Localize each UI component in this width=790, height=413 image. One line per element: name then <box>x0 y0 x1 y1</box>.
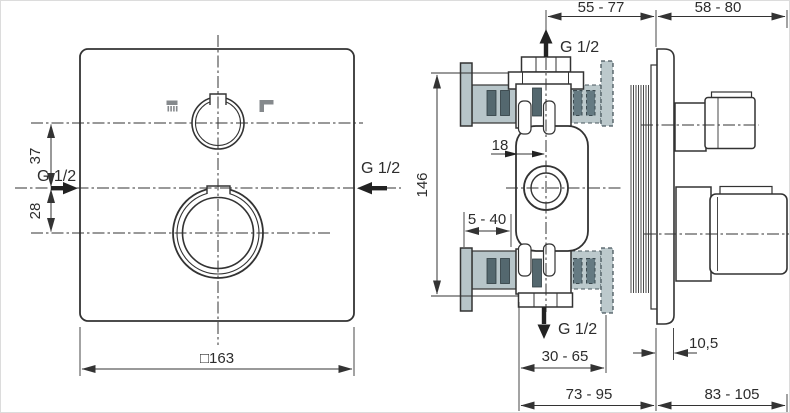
inlet-left-arrow <box>63 182 78 195</box>
outlet-bottom-arrow <box>537 324 551 339</box>
inlet-left-label: G 1/2 <box>37 168 76 185</box>
dimension-center-offset-18: 18 <box>491 137 545 158</box>
front-centerlines <box>15 35 401 345</box>
dim-plate-offset: 10,5 <box>689 335 718 352</box>
outlet-top-arrow-shaft <box>543 42 549 57</box>
anchor-slot <box>500 258 510 284</box>
rail-end-plate <box>459 247 473 312</box>
dimension-rail-range: 5 - 40 <box>463 211 512 247</box>
dim-body-height: 146 <box>414 172 431 197</box>
faceplate <box>79 48 355 322</box>
outlet-top-label: G 1/2 <box>560 39 599 56</box>
inlet-right-arrow <box>357 182 372 195</box>
dim-offset-upper: 37 <box>27 148 44 165</box>
diverter-handle-side <box>674 91 756 152</box>
dim-rail-range: 5 - 40 <box>468 211 506 228</box>
dim-center-offset: 18 <box>492 137 509 154</box>
dim-installation-trim: 58 - 80 <box>695 1 742 16</box>
dimension-offsets: 37 28 <box>27 124 55 232</box>
anchor-slot <box>486 90 497 116</box>
outlet-bottom-arrow-shaft <box>541 307 547 324</box>
rail-end-plate-ghost <box>600 60 614 127</box>
dimension-plate-width: □163 <box>79 327 355 376</box>
dimension-top-ranges: 55 - 77 58 - 80 <box>545 1 788 47</box>
inlet-left-arrow-shaft <box>51 186 65 191</box>
dimension-height-146: 146 <box>414 72 518 297</box>
dim-installation-body: 55 - 77 <box>578 1 625 16</box>
dim-offset-lower: 28 <box>27 203 44 220</box>
outlet-bottom: G 1/2 <box>537 307 597 339</box>
dim-rough-in-range: 30 - 65 <box>542 348 589 365</box>
mounting-rail-bottom-ghost <box>570 247 614 314</box>
inlet-left: G 1/2 <box>37 168 78 195</box>
mounting-rail-top-ghost <box>570 60 614 127</box>
threaded-collar <box>630 85 652 293</box>
faceplate-side <box>656 48 675 325</box>
anchor-slot <box>500 90 510 116</box>
section-centerlines <box>506 58 789 312</box>
inlet-right-arrow-shaft <box>372 186 387 191</box>
dimension-bottom-ranges: 30 - 65 10,5 73 - 95 83 - 105 <box>518 302 788 412</box>
handle-knob <box>704 96 756 150</box>
dim-plate-width: □163 <box>200 350 234 367</box>
front-view: 37 28 G 1/2 G 1/2 □163 <box>15 35 401 376</box>
inlet-right: G 1/2 <box>357 160 400 195</box>
outlet-top: G 1/2 <box>539 29 599 57</box>
handshower-icon <box>166 100 178 112</box>
section-view: 146 18 5 - 40 55 - 77 58 - 80 G 1/2 <box>414 1 789 412</box>
dim-total-left: 73 - 95 <box>566 386 613 403</box>
handle-stem <box>674 102 707 152</box>
mounting-rail-bottom <box>459 247 517 312</box>
anchor-slot <box>486 258 497 284</box>
inlet-right-label: G 1/2 <box>361 160 400 177</box>
spout-icon <box>259 100 274 112</box>
outlet-bottom-label: G 1/2 <box>558 321 597 338</box>
rail-end-plate-ghost <box>600 247 614 314</box>
dim-total-right: 83 - 105 <box>704 386 759 403</box>
outlet-top-arrow <box>539 29 553 44</box>
rail-end-plate <box>459 62 473 127</box>
mounting-rail-top <box>459 62 517 127</box>
